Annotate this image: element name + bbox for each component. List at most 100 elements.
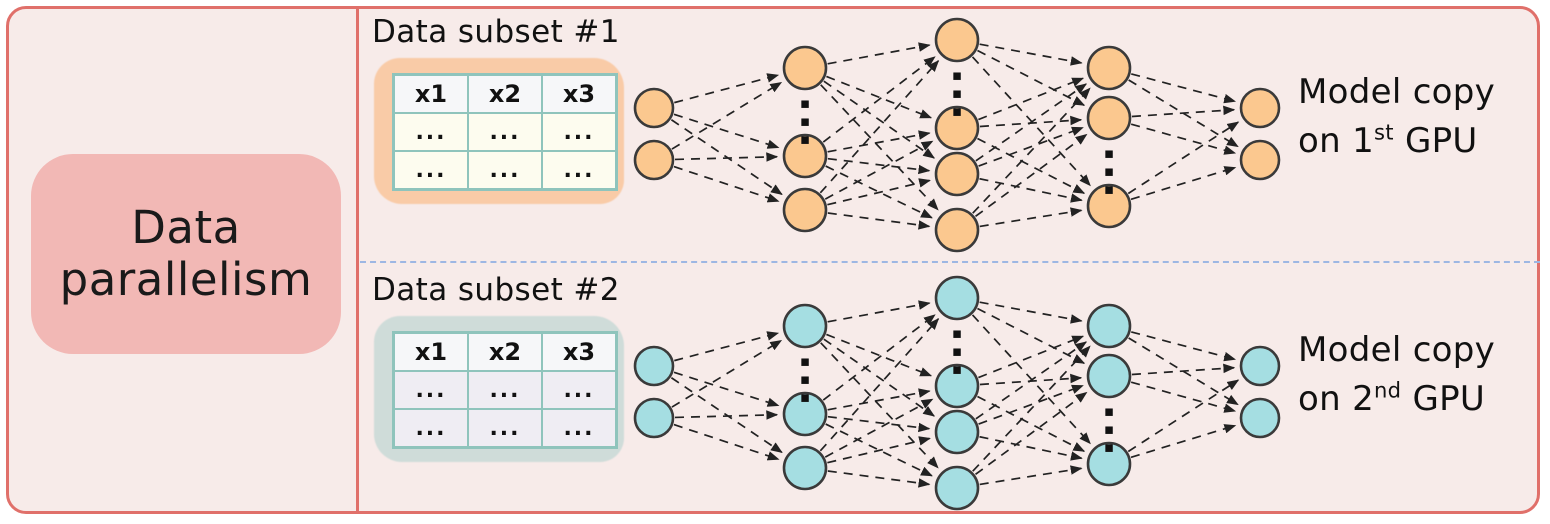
table-cell: ... xyxy=(392,370,469,410)
table-header-cell: x1 xyxy=(392,73,469,114)
network-edge xyxy=(979,465,1083,486)
network-edge xyxy=(824,140,934,200)
network-edge xyxy=(673,371,780,407)
network-node xyxy=(782,133,828,179)
hidden-layer-1: ▪▪▪ xyxy=(782,303,828,491)
network-node xyxy=(633,397,675,439)
edges-group xyxy=(670,42,1240,230)
network-edge xyxy=(827,130,931,153)
network-edge xyxy=(1131,73,1237,104)
network-edge xyxy=(825,165,933,219)
network-node xyxy=(782,391,828,437)
network-edge xyxy=(978,77,1085,121)
network-edge xyxy=(820,84,939,211)
network-node xyxy=(934,409,980,455)
network-edge xyxy=(1128,79,1239,148)
network-edge xyxy=(978,335,1085,379)
network-node xyxy=(1086,183,1132,229)
network-edge xyxy=(822,56,936,143)
table-header-cell: x3 xyxy=(541,73,618,114)
network-node xyxy=(1086,303,1132,349)
network-node xyxy=(782,45,828,91)
caption-line-2: on 2nd GPU xyxy=(1298,377,1486,420)
table-cell: ... xyxy=(541,408,618,449)
network-edge xyxy=(978,384,1084,425)
output-layer xyxy=(1239,345,1281,439)
table-cell: ... xyxy=(392,408,469,449)
network-edge xyxy=(1131,363,1236,376)
network-edge xyxy=(826,75,933,119)
edges-group xyxy=(670,300,1240,488)
network-edge xyxy=(825,423,933,477)
network-edge xyxy=(977,49,1086,106)
network-edge xyxy=(972,87,1091,214)
caption-line-2: on 1st GPU xyxy=(1298,119,1478,162)
table-header-cell: x1 xyxy=(392,331,469,372)
vertical-ellipsis-icon: ▪▪▪ xyxy=(796,94,814,148)
table-cell: ... xyxy=(467,370,543,410)
network-edge xyxy=(674,331,780,362)
network-edge xyxy=(979,207,1083,228)
gpu-caption-2: Model copy on 2nd GPU xyxy=(1298,326,1538,425)
network-edge xyxy=(827,436,931,464)
input-layer xyxy=(633,87,675,181)
network-edge xyxy=(979,435,1083,461)
network-edge xyxy=(827,178,931,206)
page-title-line-1: Data xyxy=(131,200,241,254)
table-row: ... ... ... xyxy=(392,150,618,191)
network-edge xyxy=(674,410,779,420)
hidden-layer-2: ▪▪▪ xyxy=(934,275,980,511)
hidden-layer-2: ▪▪▪ xyxy=(934,17,980,253)
neural-network-diagram-2: ▪▪▪ ▪▪▪ ▪▪▪ xyxy=(633,275,1281,511)
network-edge xyxy=(823,80,936,159)
table-row: ... ... ... xyxy=(392,112,618,152)
network-edge xyxy=(1130,381,1237,413)
network-node xyxy=(1239,87,1281,129)
output-layer xyxy=(1239,87,1281,181)
network-edge xyxy=(979,301,1083,324)
network-edge xyxy=(1131,331,1237,362)
network-node xyxy=(633,87,675,129)
vertical-ellipsis-icon: ▪▪▪ xyxy=(1100,402,1118,456)
vertical-divider xyxy=(356,6,359,514)
input-layer xyxy=(633,345,675,439)
network-edge xyxy=(978,126,1084,167)
network-edge xyxy=(975,83,1088,162)
network-node xyxy=(934,363,980,409)
caption-line-1: Model copy xyxy=(1298,330,1496,370)
network-node xyxy=(1086,95,1132,141)
subset-label-1: Data subset #1 xyxy=(372,14,620,50)
network-node xyxy=(934,465,980,511)
table-cell: ... xyxy=(467,150,543,191)
network-node xyxy=(1086,45,1132,91)
network-node xyxy=(782,187,828,233)
section-divider xyxy=(360,261,1540,263)
gpu-caption-1: Model copy on 1st GPU xyxy=(1298,68,1538,167)
network-edge xyxy=(823,338,936,417)
hidden-layer-3: ▪▪▪ xyxy=(1086,45,1132,229)
caption-line-1: Model copy xyxy=(1298,72,1496,112)
table-header-cell: x2 xyxy=(467,331,543,372)
network-edge xyxy=(674,73,780,104)
network-edge xyxy=(1130,166,1237,201)
network-edge xyxy=(1128,337,1239,406)
network-edge xyxy=(820,342,939,469)
network-node xyxy=(633,345,675,387)
diagram-title-chip: Data parallelism xyxy=(31,154,341,354)
vertical-ellipsis-icon: ▪▪▪ xyxy=(1100,144,1118,198)
network-edge xyxy=(1127,121,1240,195)
table-header-cell: x3 xyxy=(541,331,618,372)
subset-label-2: Data subset #2 xyxy=(372,272,620,308)
network-edge xyxy=(827,42,931,65)
network-edge xyxy=(1131,105,1236,118)
network-edge xyxy=(1130,123,1237,155)
table-cell: ... xyxy=(541,112,618,152)
network-edge xyxy=(826,333,933,377)
network-edge xyxy=(827,388,931,411)
network-edge xyxy=(975,133,1088,218)
network-edge xyxy=(975,391,1088,476)
network-edge xyxy=(671,339,783,408)
table-cell: ... xyxy=(392,150,469,191)
section-gpu-1: Data subset #1 x1 x2 x3 ... ... ... ... … xyxy=(360,6,1540,264)
